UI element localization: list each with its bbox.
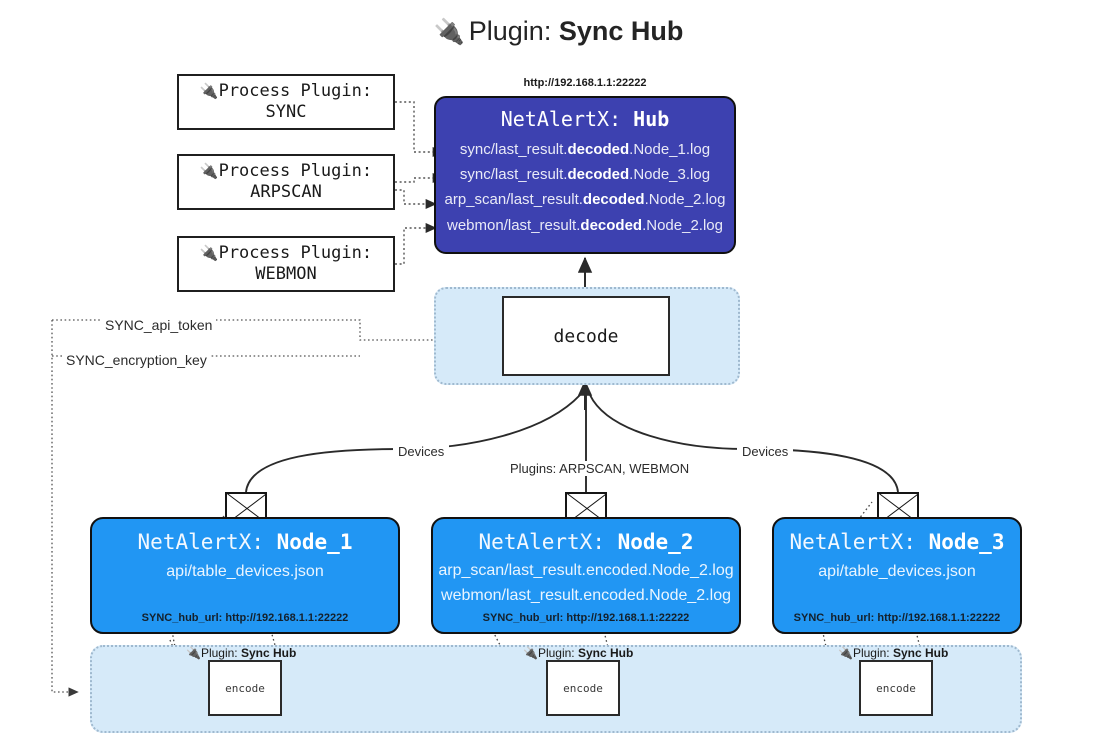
hub-logline: sync/last_result.decoded.Node_3.log (460, 162, 710, 187)
hub-logline: webmon/last_result.decoded.Node_2.log (447, 213, 723, 238)
plugin-label-3-name: Sync Hub (892, 646, 949, 660)
process-plugin-arpscan-header: 🔌Process Plugin: (200, 161, 372, 182)
decode-box[interactable]: decode (502, 296, 670, 376)
node-1-title-prefix: NetAlertX: (137, 530, 277, 554)
hub-logline-post: .Node_1.log (629, 141, 711, 158)
plugin-label-1-prefix: Plugin: (200, 646, 241, 660)
node-1-title-name: Node_1 (276, 530, 353, 554)
node-2-line: arp_scan/last_result.encoded.Node_2.log (438, 562, 734, 579)
node-2-line: webmon/last_result.encoded.Node_2.log (441, 586, 731, 604)
node-2-title-prefix: NetAlertX: (478, 530, 618, 554)
hub-logline-pre: arp_scan/last_result. (444, 191, 583, 209)
hub-logline-post: .Node_2.log (644, 191, 726, 209)
hub-logline-bold: decoded (582, 191, 645, 209)
plugin-label-1: 🔌Plugin: Sync Hub (186, 646, 296, 660)
hub-logline-bold: decoded (567, 166, 630, 184)
hub-logline-bold: decoded (580, 216, 643, 234)
plugin-label-1-name: Sync Hub (240, 646, 297, 660)
process-plugin-sync-name: SYNC (265, 102, 307, 122)
plugin-label-3: 🔌Plugin: Sync Hub (838, 646, 948, 660)
plugin-label-2: 🔌Plugin: Sync Hub (523, 646, 633, 660)
plug-icon: 🔌 (523, 646, 538, 660)
node-3-title: NetAlertX: Node_3 (790, 530, 1005, 554)
node-2-hub-url: SYNC_hub_url: http://192.168.1.1:22222 (482, 612, 690, 624)
hub-logline: arp_scan/last_result.decoded.Node_2.log (445, 187, 726, 212)
hub-logline-post: .Node_3.log (629, 166, 711, 184)
node-1-hub-url: SYNC_hub_url: http://192.168.1.1:22222 (141, 612, 349, 624)
node-box-node-2[interactable]: NetAlertX: Node_2 arp_scan/last_result.e… (431, 517, 741, 634)
node-box-node-3[interactable]: NetAlertX: Node_3 api/table_devices.json… (772, 517, 1022, 634)
hub-logline-pre: sync/last_result. (459, 141, 568, 158)
process-plugin-webmon-name: WEBMON (255, 264, 317, 284)
plugin-label-3-prefix: Plugin: (852, 646, 893, 660)
hub-url-label: http://192.168.1.1:22222 (523, 77, 647, 89)
node-3-title-name: Node_3 (928, 530, 1005, 554)
plug-icon: 🔌 (199, 82, 219, 101)
plugin-label-2-prefix: Plugin: (537, 646, 578, 660)
hub-logline: sync/last_result.decoded.Node_1.log (460, 137, 710, 162)
plugin-label-2-name: Sync Hub (577, 646, 634, 660)
process-plugin-webmon-label: Process Plugin: (218, 243, 373, 264)
hub-node[interactable]: NetAlertX: Hub sync/last_result.decoded.… (434, 96, 736, 254)
node-1-title: NetAlertX: Node_1 (138, 530, 353, 554)
encode-box-3[interactable]: encode (859, 660, 933, 716)
hub-logline-bold: decoded (567, 141, 630, 158)
process-plugin-sync-header: 🔌Process Plugin: (200, 81, 372, 102)
process-plugin-arpscan-label: Process Plugin: (218, 161, 373, 182)
encode-box-1[interactable]: encode (208, 660, 282, 716)
encode-box-2[interactable]: encode (546, 660, 620, 716)
hub-title-name: Hub (633, 107, 670, 131)
edge-label-plugins: Plugins: ARPSCAN, WEBMON (505, 461, 695, 476)
plug-icon: 🔌 (199, 244, 219, 263)
process-plugin-webmon-header: 🔌Process Plugin: (200, 243, 372, 264)
node-box-node-1[interactable]: NetAlertX: Node_1 api/table_devices.json… (90, 517, 400, 634)
page-title: 🔌Plugin: Sync Hub (0, 16, 1117, 47)
node-1-line: api/table_devices.json (166, 563, 324, 580)
plug-icon: 🔌 (186, 646, 201, 660)
node-2-title: NetAlertX: Node_2 (479, 530, 694, 554)
hub-title-prefix: NetAlertX: (500, 107, 634, 131)
hub-logline-pre: webmon/last_result. (447, 216, 581, 234)
process-plugin-box-arpscan[interactable]: 🔌Process Plugin: ARPSCAN (177, 154, 395, 210)
hub-title: NetAlertX: Hub (501, 107, 670, 131)
page-title-name: Sync Hub (558, 16, 684, 46)
edge-label-devices-left: Devices (393, 444, 450, 459)
hub-logline-post: .Node_2.log (642, 216, 723, 234)
sync-encryption-key-label: SYNC_encryption_key (62, 352, 211, 368)
process-plugin-arpscan-name: ARPSCAN (250, 182, 322, 202)
process-plugin-box-sync[interactable]: 🔌Process Plugin: SYNC (177, 74, 395, 130)
plug-icon: 🔌 (838, 646, 853, 660)
node-3-hub-url: SYNC_hub_url: http://192.168.1.1:22222 (793, 612, 1001, 624)
node-3-line: api/table_devices.json (818, 563, 976, 580)
node-3-title-prefix: NetAlertX: (789, 530, 929, 554)
plug-icon: 🔌 (199, 162, 219, 181)
process-plugin-sync-label: Process Plugin: (218, 81, 373, 102)
process-plugin-box-webmon[interactable]: 🔌Process Plugin: WEBMON (177, 236, 395, 292)
edge-label-devices-right: Devices (737, 444, 794, 459)
hub-logline-pre: sync/last_result. (459, 166, 568, 184)
sync-api-token-label: SYNC_api_token (101, 317, 217, 333)
plug-icon: 🔌 (433, 18, 465, 46)
node-2-title-name: Node_2 (617, 530, 694, 554)
page-title-prefix: Plugin: (468, 16, 559, 46)
